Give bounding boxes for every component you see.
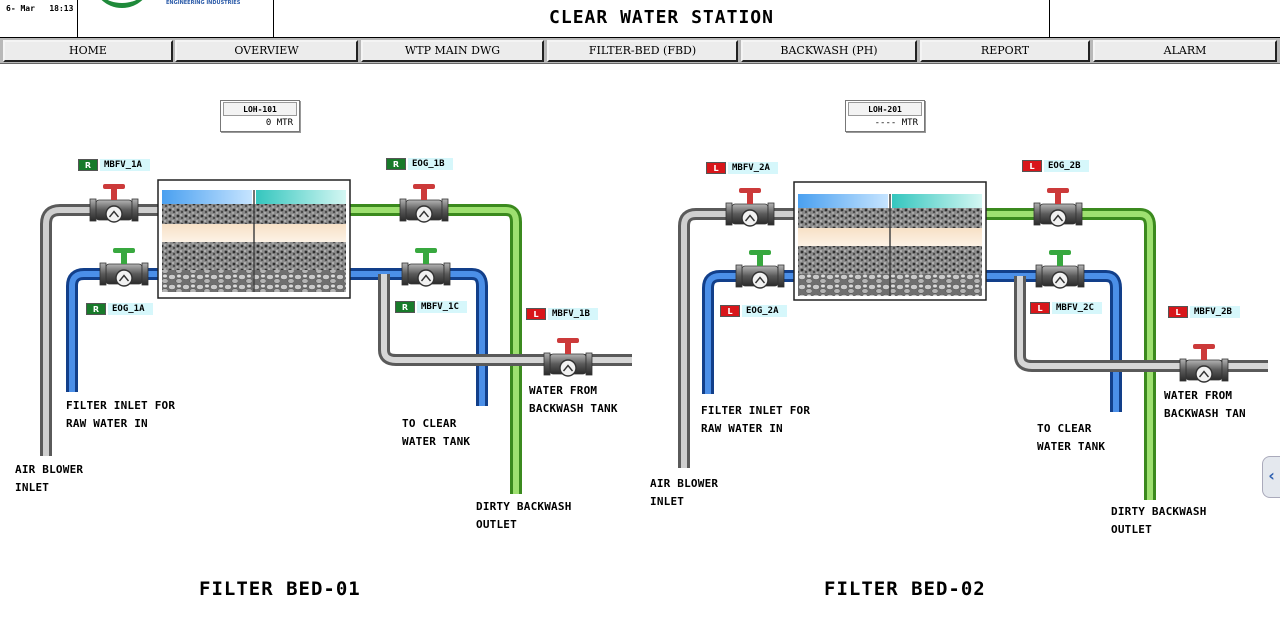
label-to-clear-water-tank: TO CLEAR WATER TANK	[402, 417, 471, 448]
status-badge: L	[1022, 160, 1042, 172]
logo-text: ENGINEERING INDUSTRIES	[166, 0, 241, 6]
valve-mbfv-2a-icon[interactable]	[725, 188, 775, 227]
tag-label: EOG_2A	[742, 305, 787, 317]
tag-label: MBFV_1B	[548, 308, 598, 320]
tag-label: MBFV_2A	[728, 162, 778, 174]
status-badge: L	[720, 305, 740, 317]
company-logo: ENGINEERING INDUSTRIES	[78, 0, 274, 38]
nav-report-button[interactable]: REPORT	[920, 40, 1090, 62]
nav-bar: HOME OVERVIEW WTP MAIN DWG FILTER-BED (F…	[0, 38, 1280, 64]
tag-label: MBFV_1A	[100, 159, 150, 171]
main-panel: LOH-101 0 MTR LOH-201 ---- MTR R MBFV_1A…	[0, 64, 1280, 632]
status-badge: R	[386, 158, 406, 170]
nav-home-button[interactable]: HOME	[3, 40, 173, 62]
status-badge: L	[526, 308, 546, 320]
date-time-display: 6- Mar 18:13	[0, 0, 78, 38]
header-right-panel	[1049, 0, 1280, 38]
label-filter-inlet: FILTER INLET FOR RAW WATER IN	[66, 399, 176, 430]
level-name: LOH-201	[848, 102, 922, 116]
tag-mbfv-2b[interactable]: L MBFV_2B	[1168, 306, 1240, 318]
status-badge: L	[1030, 302, 1050, 314]
filter-bed-01-diagram	[40, 179, 632, 494]
tag-label: MBFV_2C	[1052, 302, 1102, 314]
tag-mbfv-2c[interactable]: L MBFV_2C	[1030, 302, 1102, 314]
status-badge: R	[395, 301, 415, 313]
tag-mbfv-1b[interactable]: L MBFV_1B	[526, 308, 598, 320]
valve-mbfv-1c-icon[interactable]	[401, 248, 451, 287]
valve-mbfv-1b-icon[interactable]	[543, 338, 593, 377]
tag-label: MBFV_2B	[1190, 306, 1240, 318]
process-diagram	[40, 179, 1268, 500]
tag-eog-1b[interactable]: R EOG_1B	[386, 158, 453, 170]
filter-bed-02-diagram	[678, 181, 1268, 500]
label-water-from-backwash-tank: WATER FROM BACKWASH TAN	[1164, 389, 1246, 420]
tag-mbfv-1c[interactable]: R MBFV_1C	[395, 301, 467, 313]
status-badge: L	[1168, 306, 1188, 318]
nav-alarm-button[interactable]: ALARM	[1093, 40, 1277, 62]
level-value: 0 MTR	[265, 118, 293, 128]
chevron-left-icon[interactable]: ‹	[1262, 456, 1280, 498]
nav-overview-button[interactable]: OVERVIEW	[175, 40, 358, 62]
label-air-blower-inlet: AIR BLOWER INLET	[650, 477, 719, 508]
level-value: ---- MTR	[874, 118, 918, 128]
tag-label: MBFV_1C	[417, 301, 467, 313]
nav-backwash-button[interactable]: BACKWASH (PH)	[741, 40, 917, 62]
valve-mbfv-2b-icon[interactable]	[1179, 344, 1229, 383]
label-filter-inlet: FILTER INLET FOR RAW WATER IN	[701, 404, 811, 435]
label-dirty-backwash-outlet: DIRTY BACKWASH OUTLET	[476, 500, 572, 531]
valve-eog-1a-icon[interactable]	[99, 248, 149, 287]
status-badge: L	[706, 162, 726, 174]
label-to-clear-water-tank: TO CLEAR WATER TANK	[1037, 422, 1106, 453]
nav-wtp-main-dwg-button[interactable]: WTP MAIN DWG	[361, 40, 544, 62]
label-water-from-backwash-tank: WATER FROM BACKWASH TANK	[529, 384, 618, 415]
tag-mbfv-2a[interactable]: L MBFV_2A	[706, 162, 778, 174]
label-air-blower-inlet: AIR BLOWER INLET	[15, 463, 84, 494]
tag-eog-1a[interactable]: R EOG_1A	[86, 303, 153, 315]
filter-bed-02-title: FILTER BED-02	[824, 578, 986, 600]
logo-arc-icon	[92, 0, 152, 8]
valve-eog-2a-icon[interactable]	[735, 250, 785, 289]
status-badge: R	[78, 159, 98, 171]
page-title: CLEAR WATER STATION	[549, 7, 774, 28]
level-name: LOH-101	[223, 102, 297, 116]
valve-mbfv-1a-icon[interactable]	[89, 184, 139, 223]
tag-eog-2b[interactable]: L EOG_2B	[1022, 160, 1089, 172]
status-badge: R	[86, 303, 106, 315]
header-bar: 6- Mar 18:13 ENGINEERING INDUSTRIES CLEA…	[0, 0, 1280, 38]
tag-mbfv-1a[interactable]: R MBFV_1A	[78, 159, 150, 171]
level-indicator-loh-201: LOH-201 ---- MTR	[845, 100, 925, 132]
valve-mbfv-2c-icon[interactable]	[1035, 250, 1085, 289]
tag-label: EOG_1B	[408, 158, 453, 170]
tag-label: EOG_2B	[1044, 160, 1089, 172]
nav-filter-bed-button[interactable]: FILTER-BED (FBD)	[547, 40, 738, 62]
label-dirty-backwash-outlet: DIRTY BACKWASH OUTLET	[1111, 505, 1207, 536]
level-indicator-loh-101: LOH-101 0 MTR	[220, 100, 300, 132]
filter-bed-01-title: FILTER BED-01	[199, 578, 361, 600]
tag-label: EOG_1A	[108, 303, 153, 315]
valve-eog-1b-icon[interactable]	[399, 184, 449, 223]
valve-eog-2b-icon[interactable]	[1033, 188, 1083, 227]
tag-eog-2a[interactable]: L EOG_2A	[720, 305, 787, 317]
